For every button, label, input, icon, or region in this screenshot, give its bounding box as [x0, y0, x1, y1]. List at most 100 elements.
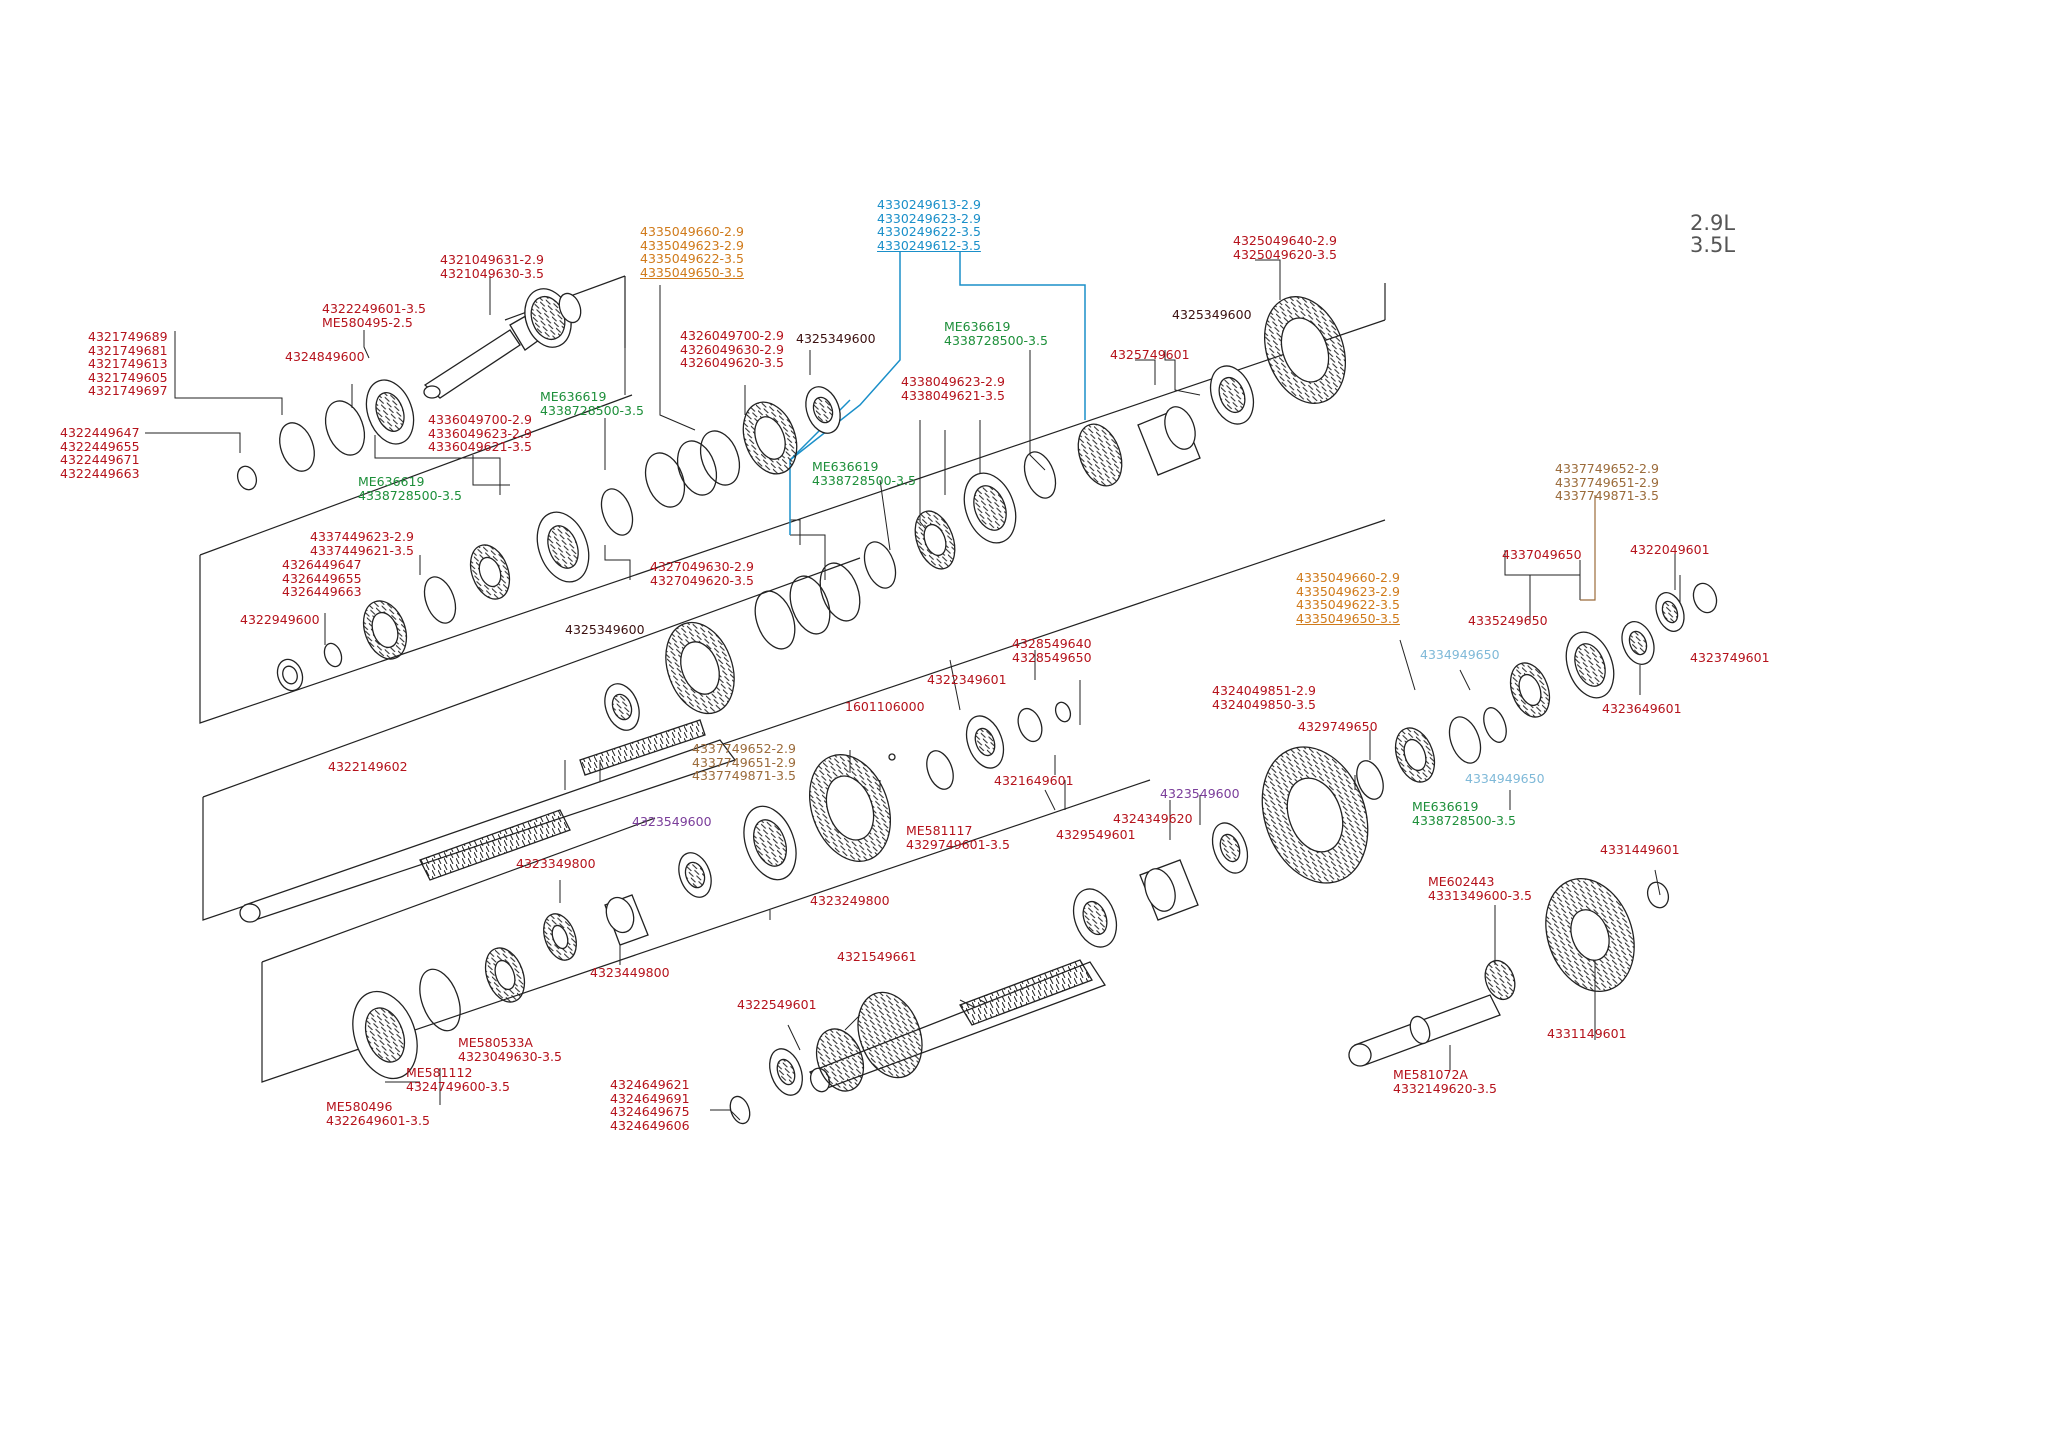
part-number: 4335049623-2.9 [1296, 583, 1400, 599]
ring-4324649621 [729, 1095, 751, 1125]
part-number: 4326049630-2.9 [680, 341, 784, 357]
part-number: 4337749871-3.5 [1555, 488, 1659, 503]
part-number: 4335049622-3.5 [1296, 597, 1400, 612]
part-label-l-4325349600-low: 4325349600 [565, 623, 645, 637]
part-label-l-4335249650: 4335249650 [1468, 614, 1548, 628]
part-number: 4322349601 [927, 672, 1007, 687]
bearing-4322049601 [1655, 592, 1685, 632]
part-number: 4331349600-3.5 [1428, 887, 1532, 903]
part-label-l-4322049601: 4322049601 [1630, 543, 1710, 557]
gear-4323349800 [543, 913, 577, 961]
part-number: 4322649601-3.5 [326, 1112, 430, 1128]
part-number: 4334949650 [1465, 771, 1545, 786]
snap-ring-me636619-a [600, 488, 634, 536]
part-number: 4326449655 [282, 570, 362, 586]
part-number: ME602443 [1428, 874, 1495, 889]
bearing-4325349600-low [604, 683, 640, 731]
part-number: 4338728500-3.5 [944, 332, 1048, 348]
part-number: 4321749689 [88, 329, 168, 344]
part-number: 4322249601-3.5 [322, 301, 426, 316]
part-number: 4329549601 [1056, 827, 1136, 842]
bearing-4322349601 [965, 715, 1005, 769]
gear-4331149601 [1545, 877, 1635, 993]
part-number: 4335049650-3.5 [640, 264, 744, 280]
sleeve-4336049700 [536, 511, 590, 583]
part-number: 4338049623-2.9 [901, 374, 1005, 389]
ring-me581112 [419, 968, 461, 1032]
part-number: 4336049621-3.5 [428, 439, 532, 454]
part-label-l-4322349601: 4322349601 [927, 673, 1007, 687]
part-number: 4323549600 [1160, 786, 1240, 801]
part-number: ME636619 [1412, 799, 1479, 814]
part-number: ME636619 [358, 474, 425, 489]
part-number: 4321549661 [837, 949, 917, 964]
part-number: 4322449655 [60, 438, 140, 454]
blue-ring-b [789, 575, 831, 635]
snap-ring-4334949650 [1483, 707, 1507, 743]
part-number: 4338049621-3.5 [901, 387, 1005, 403]
bearing-4322549601 [769, 1048, 803, 1096]
part-number: 4326049700-2.9 [680, 328, 784, 343]
part-number: 4325349600 [1172, 307, 1252, 322]
part-number: 4329749601-3.5 [906, 836, 1010, 852]
ring-4335-a [644, 452, 686, 508]
part-number: 4322949600 [240, 612, 320, 627]
bearing-4323649601 [1621, 621, 1655, 665]
part-number: ME636619 [944, 319, 1011, 334]
part-number: 4325349600 [565, 622, 645, 637]
part-number: 4334949650 [1420, 647, 1500, 662]
part-number: 4323249800 [810, 893, 890, 908]
part-label-l-4334949650-a: 4334949650 [1420, 648, 1500, 662]
ring-4329749650 [1356, 760, 1384, 800]
ring-4326449647 [362, 600, 408, 660]
reverse-shaft-me581072a [1348, 994, 1501, 1067]
part-label-l-4323549600-b: 4323549600 [1160, 787, 1240, 801]
part-number: 1601106000 [845, 699, 925, 714]
part-number: 4323649601 [1602, 701, 1682, 716]
sleeve-4337749652-b [743, 805, 797, 881]
part-number: 4338728500-3.5 [812, 472, 916, 488]
bushing-4325749601 [1137, 406, 1201, 476]
part-number: ME636619 [540, 389, 607, 404]
snap-ring-b [279, 422, 315, 472]
part-number: 4324349620 [1113, 811, 1193, 826]
legend-2-9l: 2.9L [1690, 211, 1736, 235]
part-label-l-4323449800: 4323449800 [590, 966, 670, 980]
part-label-l-1601106000: 1601106000 [845, 700, 925, 714]
part-number: 4337749652-2.9 [1555, 461, 1659, 476]
bearing-4323549600-b [1211, 822, 1249, 874]
part-label-l-4329549601: 4329549601 [1056, 828, 1136, 842]
snap-ring-a [324, 400, 366, 456]
part-number: 4324649691 [610, 1090, 690, 1106]
bearing-me580533a [484, 947, 526, 1003]
gear-4325049640 [1263, 296, 1347, 404]
parts-artwork [236, 288, 1718, 1125]
part-label-l-4323249800: 4323249800 [810, 894, 890, 908]
part-number: 4326449647 [282, 557, 362, 572]
part-number: 4323349800 [516, 856, 596, 871]
part-number: 4324849600 [285, 349, 365, 364]
part-number: 4321049630-3.5 [440, 265, 544, 281]
part-number: ME581117 [906, 823, 973, 838]
part-label-l-4331449601: 4331449601 [1600, 843, 1680, 857]
snap-ring-me636619-b [423, 576, 457, 624]
part-label-l-4321549661: 4321549661 [837, 950, 917, 964]
part-label-l-4329749650: 4329749650 [1298, 720, 1378, 734]
part-number: 4324049851-2.9 [1212, 683, 1316, 698]
tan-bracket-lines [1580, 495, 1596, 601]
